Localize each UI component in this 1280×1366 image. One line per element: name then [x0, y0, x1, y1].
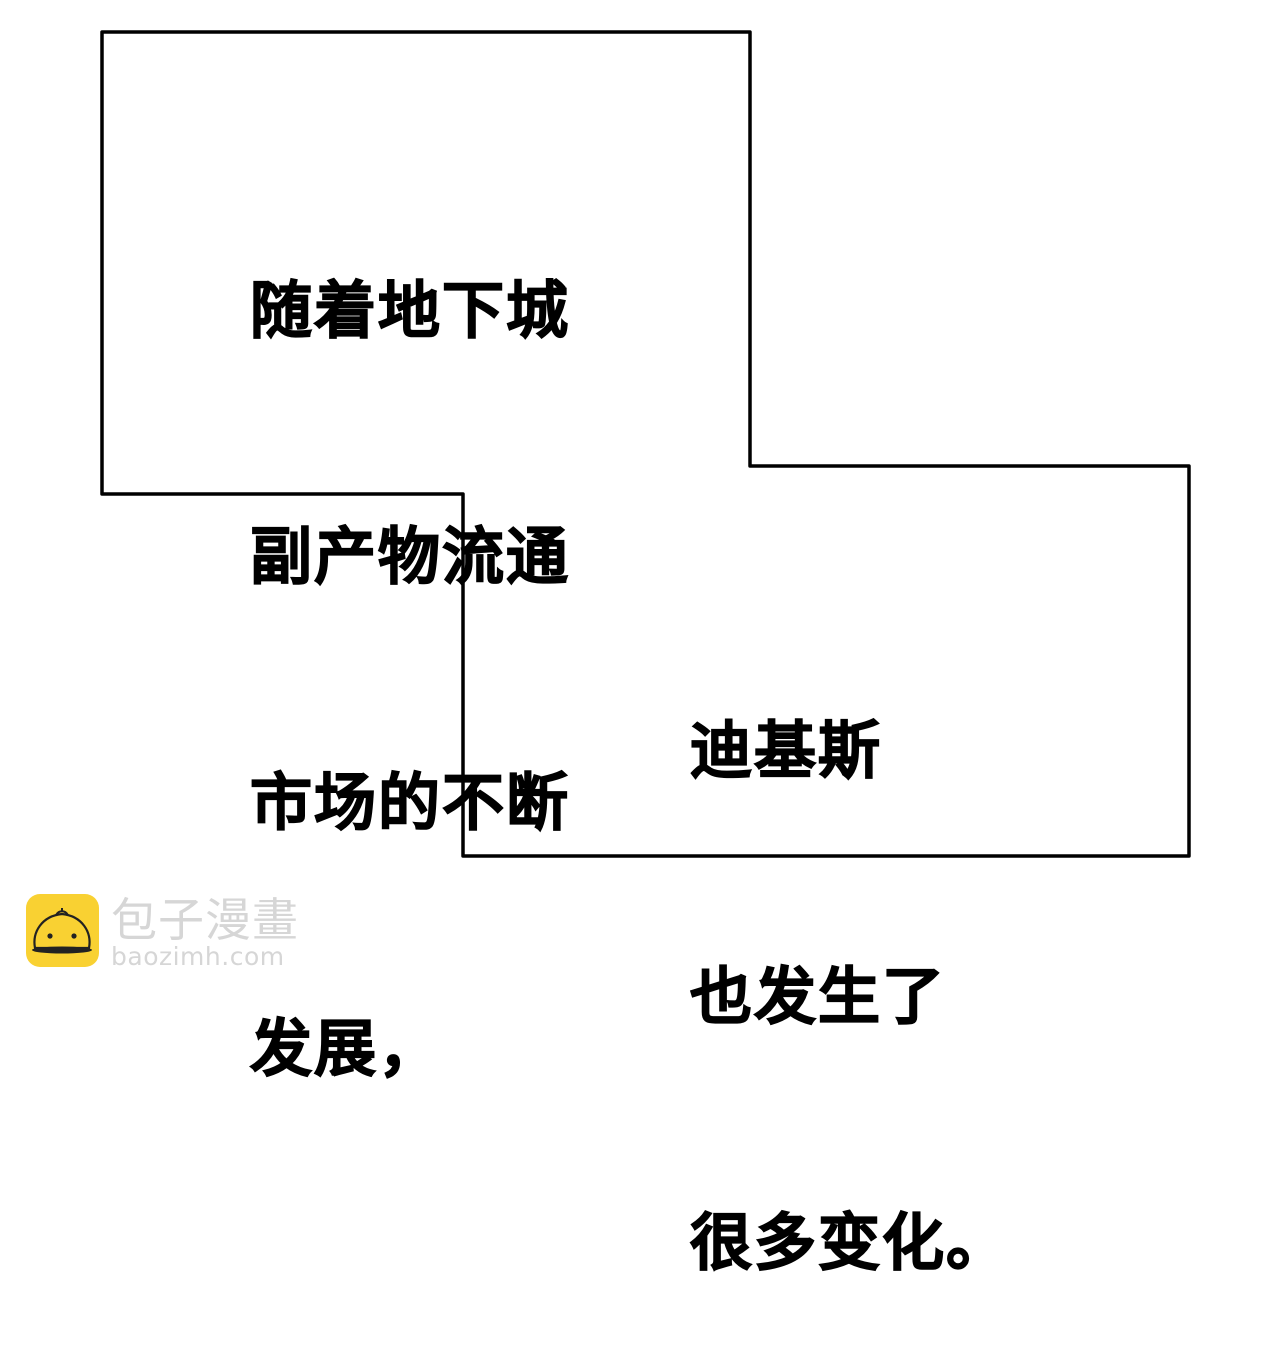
speech-box-outline — [100, 30, 1191, 858]
caption-line: 副产物流通 — [249, 519, 571, 593]
caption-line: 也发生了 — [689, 959, 947, 1033]
caption-line: 市场的不断 — [249, 765, 571, 839]
narration-caption-bottom: 迪基斯 也发生了 很多变化。 — [689, 546, 1011, 1366]
watermark-brand-name: 包子漫畫 — [111, 893, 299, 947]
watermark-url: baozimh.com — [111, 942, 285, 971]
caption-line: 很多变化。 — [689, 1205, 1011, 1279]
caption-line: 随着地下城 — [249, 273, 571, 347]
site-watermark: 包子漫畫 baozimh.com — [26, 894, 299, 970]
narration-caption-top: 随着地下城 副产物流通 市场的不断 发展， — [249, 106, 571, 1172]
caption-line: 发展， — [249, 1011, 443, 1085]
steamed-bun-icon — [26, 894, 99, 967]
caption-line: 迪基斯 — [689, 713, 883, 787]
